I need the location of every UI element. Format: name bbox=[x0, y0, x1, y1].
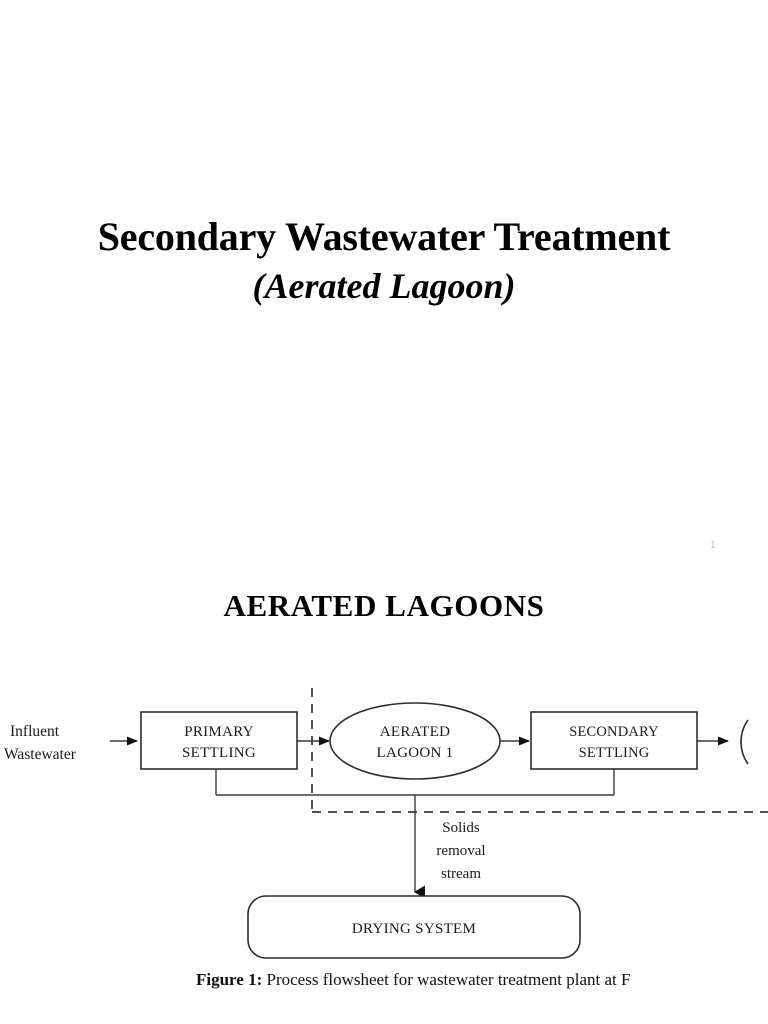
node-aerated-lagoon-label-line1: AERATED bbox=[380, 724, 450, 740]
node-drying-system bbox=[247, 895, 581, 959]
node-next-unit-cropped bbox=[740, 719, 749, 765]
solids-stream-label-line1: Solids bbox=[442, 820, 480, 836]
page-number: 1 bbox=[710, 540, 716, 551]
node-secondary-settling-label-line2: SETTLING bbox=[579, 745, 650, 761]
node-drying-system-label: DRYING SYSTEM bbox=[352, 921, 476, 937]
figure-caption: Figure 1: Process flowsheet for wastewat… bbox=[196, 970, 768, 990]
process-flowsheet-figure: Influent Wastewater PRIMARY SETTLING AER… bbox=[0, 660, 768, 1024]
node-secondary-settling-label-line1: SECONDARY bbox=[569, 724, 659, 740]
figure-caption-text: Process flowsheet for wastewater treatme… bbox=[262, 970, 631, 989]
slide-title-subtitle: (Aerated Lagoon) bbox=[252, 266, 516, 306]
solids-stream-label-line2: removal bbox=[436, 843, 485, 859]
slide-title-block: Secondary Wastewater Treatment (Aerated … bbox=[0, 214, 768, 308]
node-primary-settling-label-line2: SETTLING bbox=[182, 745, 256, 761]
flowsheet-svg: Influent Wastewater PRIMARY SETTLING AER… bbox=[4, 688, 768, 959]
node-aerated-lagoon-1 bbox=[329, 702, 501, 780]
figure-caption-label: Figure 1: bbox=[196, 970, 263, 989]
influent-label-line2: Wastewater bbox=[4, 746, 77, 763]
node-aerated-lagoon-label-line2: LAGOON 1 bbox=[377, 745, 454, 761]
node-primary-settling-label-line1: PRIMARY bbox=[184, 724, 254, 740]
slide-title-primary: Secondary Wastewater Treatment bbox=[97, 214, 671, 259]
influent-label-line1: Influent bbox=[10, 723, 60, 740]
node-primary-settling bbox=[140, 711, 298, 770]
section-heading: AERATED LAGOONS bbox=[223, 588, 545, 623]
solids-stream-label-line3: stream bbox=[441, 866, 481, 882]
